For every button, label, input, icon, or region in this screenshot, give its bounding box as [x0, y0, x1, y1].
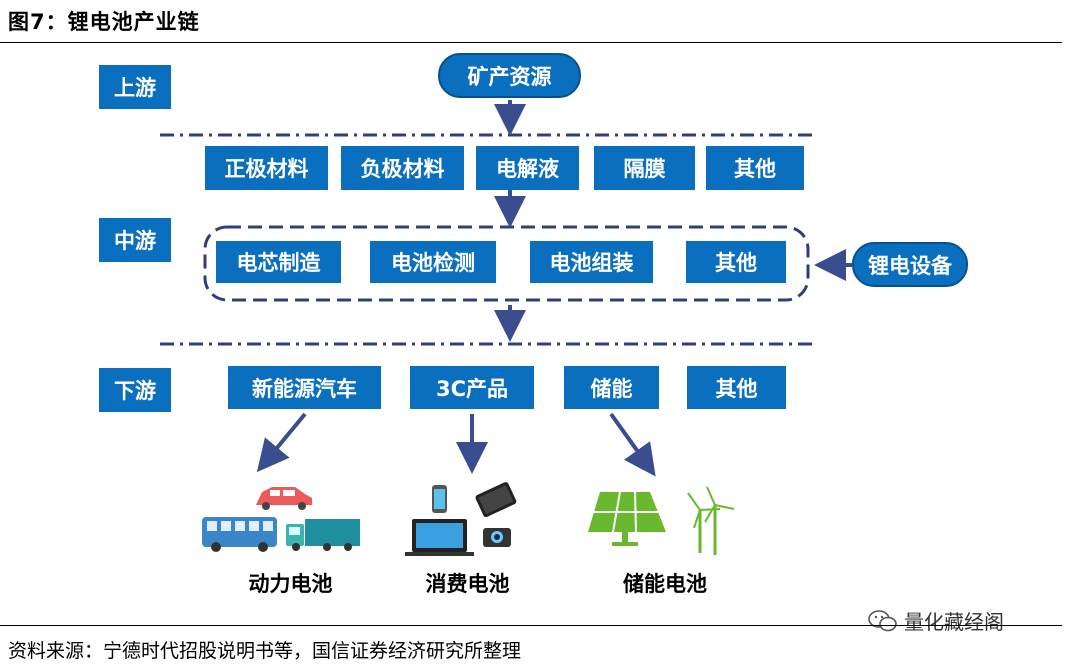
material-separator: 隔膜 [594, 146, 695, 190]
material-cathode: 正极材料 [205, 146, 328, 190]
solar-panel-icon [588, 491, 666, 546]
tablet-icon [475, 482, 517, 518]
stage-downstream: 下游 [99, 368, 171, 412]
mfg-cell-manufacturing: 电芯制造 [216, 241, 341, 283]
car-icon [256, 487, 312, 510]
material-anode: 负极材料 [341, 146, 464, 190]
app-other: 其他 [687, 366, 786, 409]
stage-midstream: 中游 [99, 218, 171, 262]
source-note: 资料来源：宁德时代招股说明书等，国信证券经济研究所整理 [8, 640, 522, 662]
watermark: 量化藏经阁 [868, 606, 1004, 635]
watermark-text: 量化藏经阁 [904, 610, 1004, 634]
material-electrolyte: 电解液 [476, 146, 579, 190]
arrow-ev-to-power-battery [256, 412, 307, 473]
app-new-energy-vehicles: 新能源汽车 [228, 366, 381, 409]
mfg-battery-testing: 电池检测 [370, 241, 496, 283]
material-other: 其他 [706, 146, 804, 190]
laptop-icon [405, 519, 474, 556]
truck-icon [286, 519, 360, 551]
app-3c-products: 3C产品 [410, 366, 534, 409]
app-energy-storage: 储能 [564, 366, 659, 409]
caption-power-battery: 动力电池 [248, 572, 333, 596]
source-rule [0, 625, 1062, 626]
mineral-resources-node: 矿产资源 [438, 53, 581, 98]
lithium-equipment-node: 锂电设备 [852, 242, 968, 287]
mfg-battery-assembly: 电池组装 [530, 241, 653, 283]
arrow-storage-to-storage-battery [609, 412, 656, 477]
phone-icon [432, 485, 447, 513]
figure-title: 图7：锂电池产业链 [8, 10, 200, 34]
title-rule [0, 42, 1062, 43]
camera-icon [483, 528, 511, 547]
caption-storage-battery: 储能电池 [623, 572, 707, 596]
caption-consumer-battery: 消费电池 [425, 572, 510, 596]
stage-upstream: 上游 [99, 65, 171, 109]
mfg-other: 其他 [686, 241, 786, 283]
wind-turbine-icon [687, 486, 735, 555]
wechat-icon [868, 609, 897, 631]
bus-icon [202, 517, 277, 552]
